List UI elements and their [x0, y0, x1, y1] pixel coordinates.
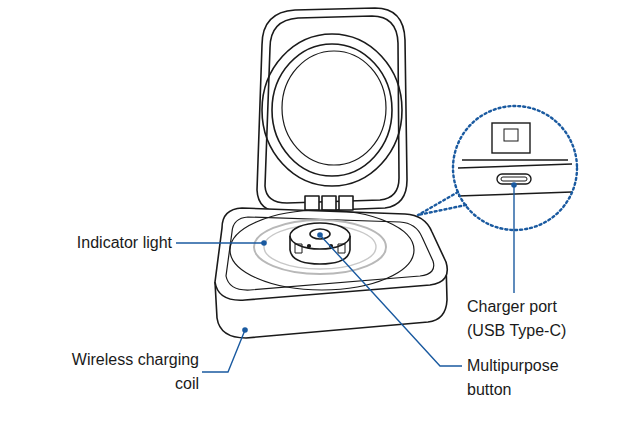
- part-label: Multipurpose button: [467, 354, 587, 402]
- part-label: Charger port (USB Type-C): [467, 295, 587, 343]
- part-label: Wireless charging coil: [49, 348, 199, 396]
- part-label: Indicator light: [12, 231, 172, 255]
